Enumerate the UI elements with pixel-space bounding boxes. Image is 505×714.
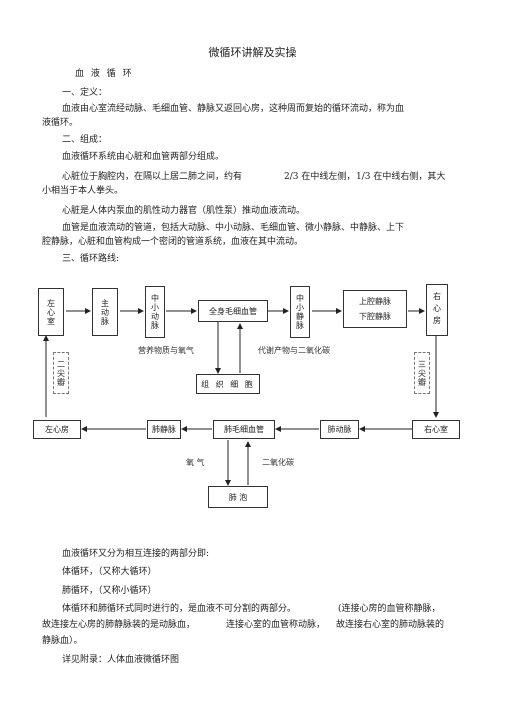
after-para-5-c: 故连接右心室的肺动脉装的 [336,620,445,630]
composition-para-3: 心脏是人体内泵血的肌性动力器官（肌性泵）推动血液流动。 [62,206,306,216]
lung-capillary-box: 肺毛细血管 [213,420,275,439]
co2-label: 二氧化碳 [262,458,294,467]
left-ventricle-box: 左心室 [38,288,64,336]
left-atrium-box: 左心房 [33,420,81,439]
composition-para-2-a: 心脏位于胸腔内，在隔以上居二肺之间，约有 [62,172,243,182]
mid-small-vein-label: 中小静脉 [295,294,305,330]
body-capillary-box: 全身毛细血管 [198,300,268,322]
pulmonary-artery-label: 肺动脉 [327,425,352,434]
pulmonary-vein-label: 肺静脉 [152,425,176,434]
page-title: 微循环讲解及实操 [208,46,297,59]
composition-para-2-b: 2/3 在中线左侧， [284,172,356,182]
mitral-valve-box: 二尖瓣 [53,352,69,394]
tricuspid-valve-label: 三尖瓣 [417,359,427,387]
definition-text-line-1: 血液由心室流经动脉、毛细血管、静脉又返回心房，这种周而复始的循环流动，称为血 [62,104,405,114]
alveoli-label: 肺 泡 [228,492,248,502]
left-atrium-label: 左心房 [45,425,69,434]
body-capillary-label: 全身毛细血管 [209,306,257,316]
pulmonary-vein-box: 肺静脉 [147,420,181,439]
upper-vena-cava-label: 上腔静脉 [359,297,391,306]
mid-small-artery-label: 中小动脉 [150,294,160,330]
lower-vena-cava-label: 下腔静脉 [359,312,391,321]
nutrients-oxygen-label: 营养物质与氧气 [138,346,194,355]
right-atrium-box: 右心房 [426,284,448,336]
tissue-cells-label: 组 织 细 胞 [201,379,255,389]
aorta-label: 主动脉 [100,298,110,326]
aorta-box: 主动脉 [92,288,118,336]
section-1-label: 一、定义： [62,88,108,98]
composition-para-2-c: 1/3 在中线右侧，其大 [356,172,446,182]
composition-para-4-b: 腔静脉，心脏和血管构成一个密闭的管道系统，血液在其中流动。 [42,237,304,247]
right-ventricle-label: 右心室 [424,425,448,434]
right-ventricle-box: 右心室 [412,420,460,439]
after-para-5-b: 连接心室的血管称动脉， [226,620,326,630]
lung-capillary-label: 肺毛细血管 [224,425,264,434]
pulmonary-artery-box: 肺动脉 [320,420,359,439]
after-para-4-b: (连接心房的血管称静脉， [338,604,441,614]
tissue-cells-box: 组 织 细 胞 [196,374,260,394]
after-para-3: 肺循环，（又称小循环） [62,586,157,596]
after-para-6: 静脉血）。 [42,636,83,646]
after-para-2: 体循环，（又称大循环） [62,567,157,577]
section-heading: 血 液 循 环 [75,69,134,79]
composition-para-1: 血液循环系统由心脏和血管两部分组成。 [62,152,225,162]
mitral-valve-label: 二尖瓣 [56,359,66,387]
right-atrium-label: 右心房 [432,292,442,328]
tricuspid-valve-box: 三尖瓣 [414,352,430,394]
after-para-4-a: 体循环和肺循环式同时进行的，是血液不可分割的两部分。 [62,604,297,614]
oxygen-label: 氧 气 [186,458,205,467]
metabolites-co2-label: 代谢产物与二氧化碳 [258,346,330,355]
after-para-7: 详见附录：人体血液微循环图 [62,655,180,665]
after-para-1: 血液循环又分为相互连接的两部分即: [62,549,210,559]
composition-para-2-d: 小相当于本人拳头。 [42,186,124,196]
mid-small-artery-box: 中小动脉 [145,286,165,338]
section-2-label: 二、组成： [62,135,108,145]
after-para-5-a: 故连接左心房的肺静脉装的是动脉血， [42,620,196,630]
composition-para-4-a: 血管是血液流动的管道，包括大动脉、中小动脉、毛细血管、微小静脉、中静脉、上下 [62,223,405,233]
alveoli-box: 肺 泡 [208,486,268,508]
left-ventricle-label: 左心室 [46,298,56,326]
mid-small-vein-box: 中小静脉 [290,286,310,338]
vena-cava-box: 上腔静脉 下腔静脉 [343,290,407,328]
section-3-label: 三、循环路线: [62,254,120,264]
definition-text-line-2: 液循环。 [42,118,79,128]
